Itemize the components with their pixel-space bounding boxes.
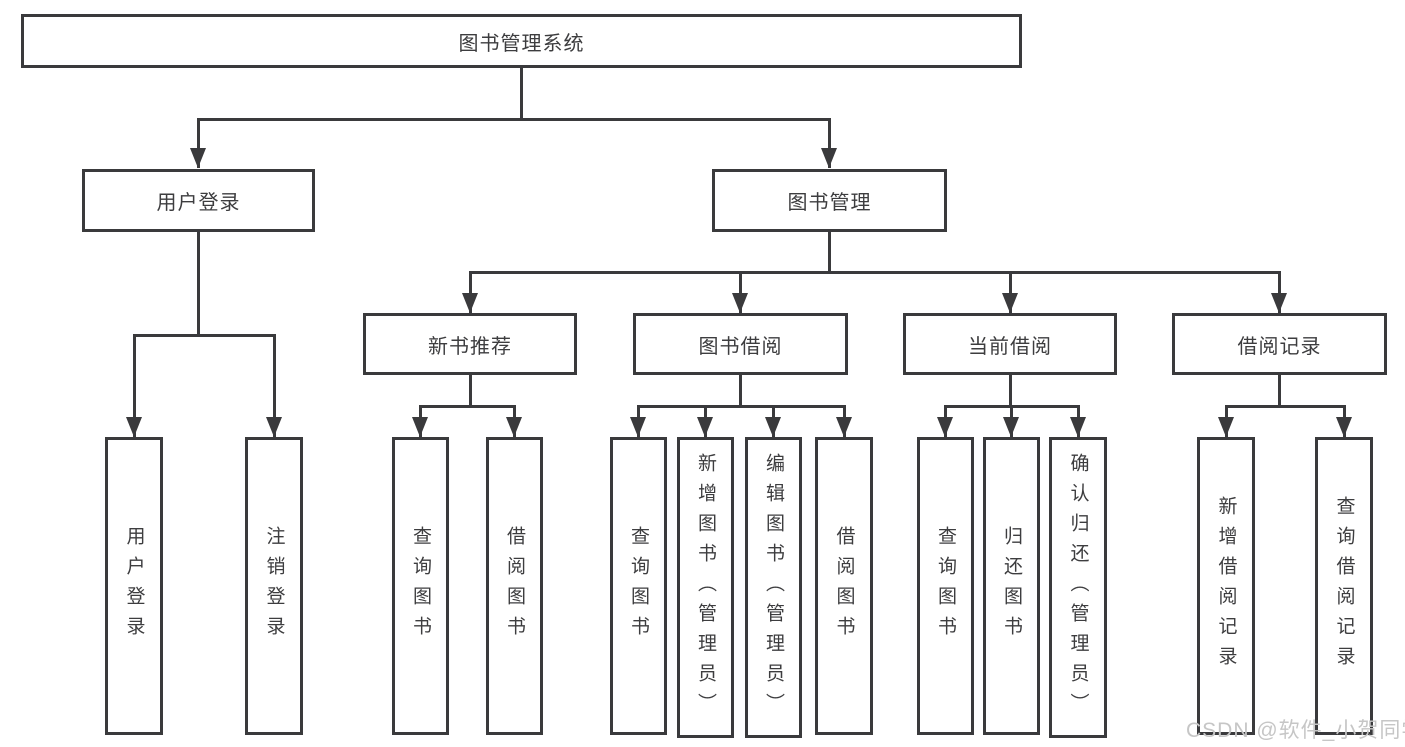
connector-arrowhead bbox=[1218, 417, 1234, 437]
node-label: 图书管理系统 bbox=[458, 32, 585, 55]
node-label: 新增借阅记录 bbox=[1215, 496, 1237, 676]
connector bbox=[469, 271, 1281, 274]
connector bbox=[828, 232, 831, 274]
node-label: 借阅图书 bbox=[833, 526, 855, 646]
connector bbox=[469, 375, 472, 407]
connector-arrowhead bbox=[506, 417, 522, 437]
connector bbox=[828, 118, 831, 168]
connector-arrowhead bbox=[126, 417, 142, 437]
connector bbox=[1009, 271, 1012, 313]
connector-arrowhead bbox=[937, 417, 953, 437]
node-label: 图书借阅 bbox=[698, 335, 783, 358]
connector bbox=[133, 334, 276, 337]
connector bbox=[739, 271, 742, 313]
connector-arrowhead bbox=[836, 417, 852, 437]
node-current-borrowing: 当前借阅 bbox=[903, 313, 1117, 375]
leaf-bb-edit-books: 编辑图书（管理员） bbox=[745, 437, 802, 738]
node-borrowing-records: 借阅记录 bbox=[1172, 313, 1387, 375]
leaf-cb-return-books: 归还图书 bbox=[983, 437, 1040, 735]
connector-arrowhead bbox=[1003, 417, 1019, 437]
leaf-bb-query-books: 查询图书 bbox=[610, 437, 667, 735]
leaf-br-query-record: 查询借阅记录 bbox=[1315, 437, 1373, 735]
connector-arrowhead bbox=[1336, 417, 1352, 437]
connector-arrowhead bbox=[821, 148, 837, 168]
node-label: 查询借阅记录 bbox=[1333, 496, 1355, 676]
node-library-management-system: 图书管理系统 bbox=[21, 14, 1022, 68]
connector bbox=[1278, 375, 1281, 407]
connector-arrowhead bbox=[1070, 417, 1086, 437]
node-label: 新增图书（管理员） bbox=[695, 452, 716, 723]
connector bbox=[637, 405, 846, 408]
node-new-book-recommendation: 新书推荐 bbox=[363, 313, 577, 375]
connector-arrowhead bbox=[697, 417, 713, 437]
connector bbox=[197, 118, 831, 121]
leaf-cb-confirm-return: 确认归还（管理员） bbox=[1049, 437, 1107, 738]
connector-arrowhead bbox=[630, 417, 646, 437]
node-label: 新书推荐 bbox=[428, 335, 512, 358]
connector-arrowhead bbox=[462, 293, 478, 313]
connector-arrowhead bbox=[1271, 293, 1287, 313]
node-book-borrowing: 图书借阅 bbox=[633, 313, 848, 375]
leaf-bb-add-books: 新增图书（管理员） bbox=[677, 437, 734, 738]
node-label: 编辑图书（管理员） bbox=[763, 452, 784, 723]
leaf-bb-borrow-books: 借阅图书 bbox=[815, 437, 873, 735]
connector-arrowhead bbox=[765, 417, 781, 437]
leaf-cb-query-books: 查询图书 bbox=[917, 437, 974, 735]
connector bbox=[133, 334, 136, 437]
node-label: 借阅记录 bbox=[1237, 335, 1322, 358]
node-label: 图书管理 bbox=[787, 192, 872, 214]
node-label: 查询图书 bbox=[935, 526, 956, 646]
connector-arrowhead bbox=[732, 293, 748, 313]
connector-arrowhead bbox=[266, 417, 282, 437]
node-label: 当前借阅 bbox=[968, 335, 1052, 358]
node-label: 用户登录 bbox=[123, 526, 145, 646]
connector bbox=[197, 118, 200, 168]
connector bbox=[197, 232, 200, 336]
node-label: 归还图书 bbox=[1001, 526, 1022, 646]
node-label: 借阅图书 bbox=[504, 526, 525, 646]
connector bbox=[520, 68, 523, 120]
node-user-login: 用户登录 bbox=[82, 169, 315, 232]
leaf-nb-query-books: 查询图书 bbox=[392, 437, 449, 735]
leaf-logout: 注销登录 bbox=[245, 437, 303, 735]
connector-arrowhead bbox=[190, 148, 206, 168]
leaf-br-add-record: 新增借阅记录 bbox=[1197, 437, 1255, 735]
node-label: 注销登录 bbox=[263, 526, 285, 646]
csdn-watermark: CSDN @软件_小贺同学 bbox=[1186, 719, 1405, 742]
node-label: 用户登录 bbox=[156, 192, 241, 214]
node-label: 查询图书 bbox=[410, 526, 431, 646]
connector bbox=[1278, 271, 1281, 313]
connector bbox=[419, 405, 516, 408]
node-book-management: 图书管理 bbox=[712, 169, 947, 232]
connector-arrowhead bbox=[412, 417, 428, 437]
connector-arrowhead bbox=[1002, 293, 1018, 313]
connector bbox=[739, 375, 742, 407]
connector bbox=[469, 271, 472, 313]
connector bbox=[1225, 405, 1346, 408]
leaf-user-login: 用户登录 bbox=[105, 437, 163, 735]
connector bbox=[273, 334, 276, 437]
node-label: 查询图书 bbox=[628, 526, 649, 646]
connector bbox=[1009, 375, 1012, 407]
node-label: 确认归还（管理员） bbox=[1067, 452, 1089, 723]
leaf-nb-borrow-books: 借阅图书 bbox=[486, 437, 543, 735]
